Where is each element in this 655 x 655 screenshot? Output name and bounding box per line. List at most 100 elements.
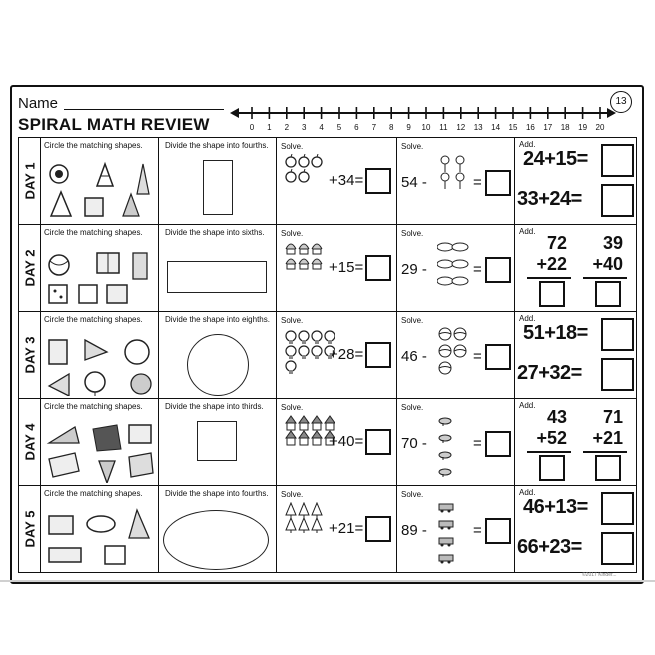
number-line-label: 2: [285, 123, 290, 132]
answer-box[interactable]: [595, 455, 621, 481]
solve-label: Solve.: [281, 316, 304, 325]
solve-label: Solve.: [281, 403, 304, 412]
vertical-addition: 43 +52: [527, 407, 567, 449]
sum-line: [527, 451, 571, 453]
day-row: DAY 2 Circle the matching shapes. Divide…: [18, 224, 637, 311]
number-line-label: 12: [456, 123, 465, 132]
add-label: Add.: [519, 227, 536, 236]
shape-pictures[interactable]: [45, 421, 157, 483]
add-cell: Add. 72 +22 39 +40: [514, 225, 637, 311]
solve-add-cell: Solve. +40=: [276, 399, 396, 485]
answer-box[interactable]: [365, 168, 391, 194]
answer-box[interactable]: [485, 431, 511, 457]
number-line-label: 15: [509, 123, 518, 132]
addition-equation: 27+32=: [517, 362, 582, 384]
answer-box[interactable]: [601, 318, 634, 351]
answer-box[interactable]: [595, 281, 621, 307]
day-row: DAY 5 Circle the matching shapes. Divide…: [18, 485, 637, 573]
circle-shape[interactable]: [187, 334, 249, 396]
match-instruction: Circle the matching shapes.: [44, 315, 143, 324]
answer-box[interactable]: [365, 516, 391, 542]
answer-box[interactable]: [485, 344, 511, 370]
answer-box[interactable]: [601, 144, 634, 177]
answer-box[interactable]: [485, 257, 511, 283]
answer-box[interactable]: [485, 170, 511, 196]
number-line-label: 13: [474, 123, 483, 132]
divide-instruction: Divide the shape into fourths.: [165, 489, 269, 498]
solve-equation: +40=: [329, 433, 364, 450]
solve-add-cell: Solve. +28=: [276, 312, 396, 398]
shape-pictures[interactable]: [45, 334, 157, 396]
number-line-label: 18: [561, 123, 570, 132]
day-row: DAY 4 Circle the matching shapes. Divide…: [18, 398, 637, 485]
match-instruction: Circle the matching shapes.: [44, 402, 143, 411]
square-shape[interactable]: [197, 421, 237, 461]
vertical-addend-top: 43: [546, 407, 567, 427]
answer-box[interactable]: [601, 358, 634, 391]
match-instruction: Circle the matching shapes.: [44, 141, 143, 150]
vertical-addend-bottom: +22: [536, 254, 567, 274]
solve-add-cell: Solve. +15=: [276, 225, 396, 311]
answer-box[interactable]: [601, 532, 634, 565]
counting-pictures: [285, 243, 323, 270]
divide-shape-cell: Divide the shape into eighths.: [158, 312, 276, 398]
shape-pictures[interactable]: [45, 247, 157, 309]
solve-label: Solve.: [401, 142, 424, 151]
solve-subtract-cell: Solve. 70 - =: [396, 399, 514, 485]
shape-pictures[interactable]: [45, 160, 157, 222]
answer-box[interactable]: [485, 518, 511, 544]
answer-box[interactable]: [365, 342, 391, 368]
counting-pictures: [438, 503, 454, 564]
vertical-addend-bottom: +21: [592, 428, 623, 448]
vertical-addition: 72 +22: [527, 233, 567, 275]
vertical-addend-bottom: +40: [592, 254, 623, 274]
add-label: Add.: [519, 488, 536, 497]
solve-label: Solve.: [281, 490, 304, 499]
answer-box[interactable]: [365, 429, 391, 455]
solve-equation: +28=: [329, 346, 364, 363]
divide-shape-cell: Divide the shape into thirds.: [158, 399, 276, 485]
sum-line: [527, 277, 571, 279]
divide-instruction: Divide the shape into eighths.: [165, 315, 270, 324]
divide-shape-cell: Divide the shape into fourths.: [158, 138, 276, 224]
rect-tall-shape[interactable]: [203, 160, 233, 215]
vertical-addend-top: 39: [602, 233, 623, 253]
shape-pictures[interactable]: [45, 508, 157, 570]
match-shapes-cell: Circle the matching shapes.: [40, 399, 158, 485]
number-line-label: 7: [372, 123, 377, 132]
day-label-cell: DAY 4: [18, 399, 40, 485]
number-line-label: 9: [406, 123, 411, 132]
name-label: Name: [18, 95, 59, 112]
number-line-label: 8: [389, 123, 394, 132]
addition-equation: 33+24=: [517, 188, 582, 210]
day-label-cell: DAY 3: [18, 312, 40, 398]
answer-box[interactable]: [539, 281, 565, 307]
name-line[interactable]: [64, 109, 224, 110]
day-row: DAY 1 Circle the matching shapes. Divide…: [18, 137, 637, 224]
divide-instruction: Divide the shape into fourths.: [165, 141, 269, 150]
answer-box[interactable]: [365, 255, 391, 281]
match-shapes-cell: Circle the matching shapes.: [40, 312, 158, 398]
solve-equation: +34=: [329, 172, 364, 189]
arrow-left-icon: [230, 108, 239, 118]
answer-box[interactable]: [601, 184, 634, 217]
number-line-label: 17: [543, 123, 552, 132]
add-cell: Add. 24+15= 33+24=: [514, 138, 637, 224]
number-line-label: 4: [319, 123, 324, 132]
solve-equation: +15=: [329, 259, 364, 276]
solve-equation: 70 -: [401, 435, 427, 452]
rect-wide-shape[interactable]: [167, 261, 267, 293]
match-shapes-cell: Circle the matching shapes.: [40, 138, 158, 224]
counting-pictures: [437, 242, 469, 286]
solve-label: Solve.: [401, 229, 424, 238]
answer-box[interactable]: [539, 455, 565, 481]
day-label-cell: DAY 1: [18, 138, 40, 224]
add-label: Add.: [519, 314, 536, 323]
equals-sign: =: [473, 348, 482, 365]
solve-equation: 54 -: [401, 174, 427, 191]
answer-box[interactable]: [601, 492, 634, 525]
day-grid: DAY 1 Circle the matching shapes. Divide…: [18, 137, 637, 575]
solve-label: Solve.: [281, 142, 304, 151]
oval-shape[interactable]: [163, 510, 269, 570]
number-line-label: 0: [250, 123, 255, 132]
